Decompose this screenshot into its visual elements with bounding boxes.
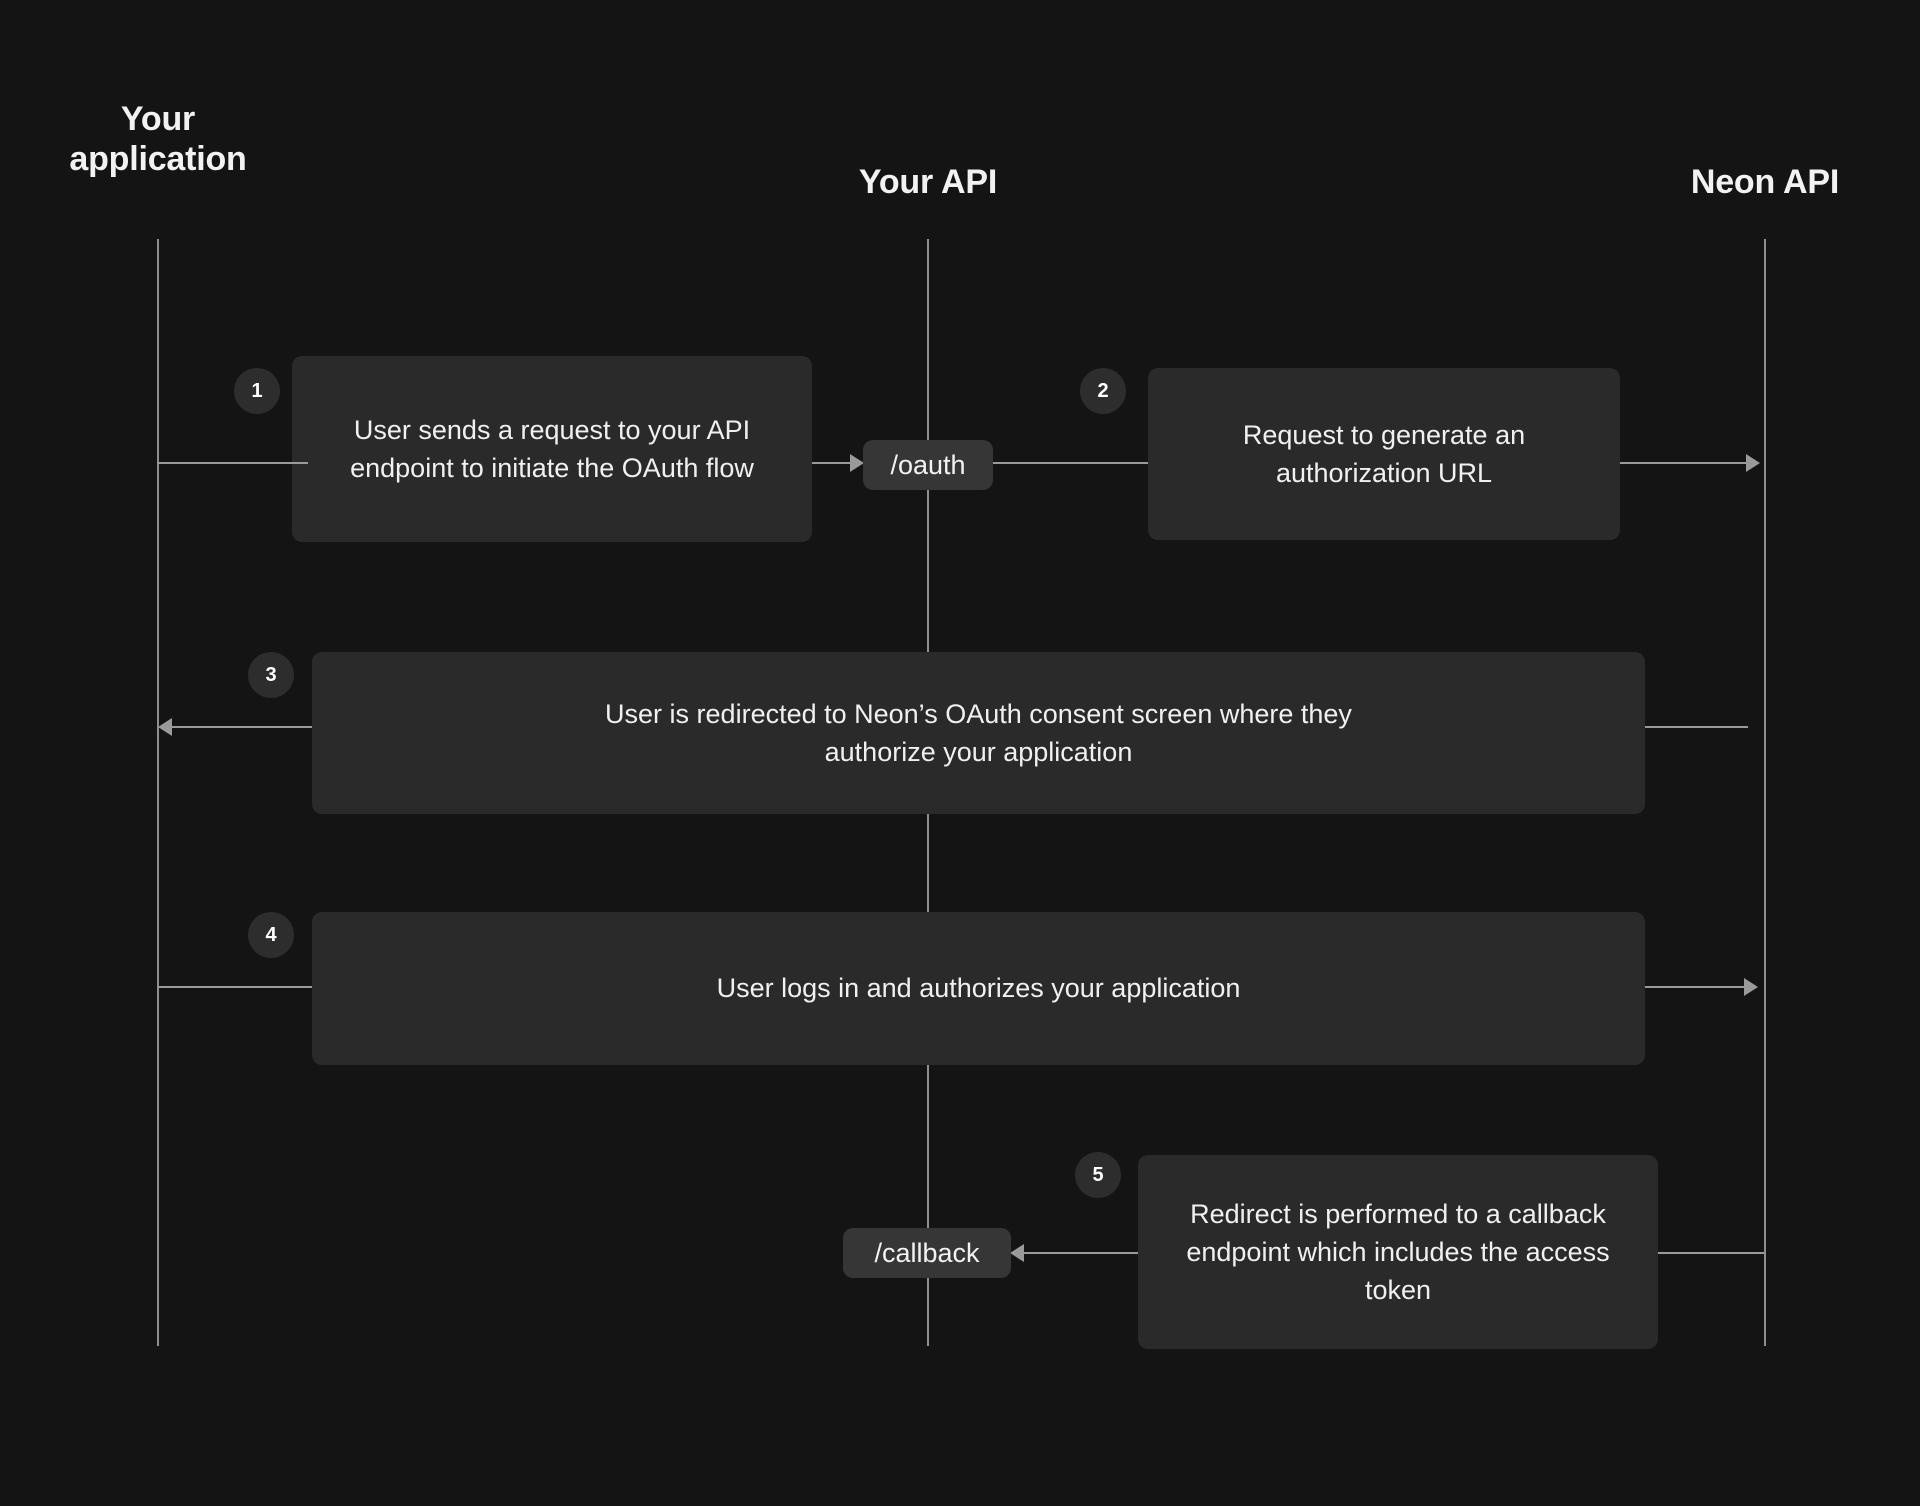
step-message-3-text: User is redirected to Neon’s OAuth conse… [605,698,1352,767]
endpoint-chip-oauth[interactable]: /oauth [863,440,993,490]
step-2-connector-right [1620,462,1748,464]
step-message-4: User logs in and authorizes your applica… [312,912,1645,1065]
arrow-left-icon [1010,1244,1024,1262]
arrow-right-icon [1746,454,1760,472]
step-message-5-text: Redirect is performed to a callback endp… [1186,1198,1610,1306]
lane-label-your-api: Your API [858,163,998,201]
lifeline-neon-api [1764,239,1766,1346]
step-message-2: Request to generate an authorization URL [1148,368,1620,540]
arrow-right-icon [1744,978,1758,996]
step-4-connector-left [158,986,312,988]
step-2-connector-left [993,462,1148,464]
step-message-3: User is redirected to Neon’s OAuth conse… [312,652,1645,814]
lane-label-neon-api: Neon API [1690,163,1840,201]
step-4-connector-right [1645,986,1746,988]
step-3-connector-right [1645,726,1748,728]
step-message-2-text: Request to generate an authorization URL [1242,419,1526,488]
endpoint-chip-oauth-label: /oauth [890,449,966,480]
step-badge-5: 5 [1075,1152,1121,1198]
step-1-connector-right [812,462,852,464]
endpoint-chip-callback[interactable]: /callback [843,1228,1011,1278]
step-message-1-text: User sends a request to your API endpoin… [350,414,754,483]
arrow-left-icon [158,718,172,736]
step-badge-1: 1 [234,368,280,414]
step-badge-4: 4 [248,912,294,958]
step-message-1: User sends a request to your API endpoin… [292,356,812,542]
arrow-right-icon [850,454,864,472]
lifeline-your-application [157,239,159,1346]
endpoint-chip-callback-label: /callback [874,1237,980,1268]
step-badge-3: 3 [248,652,294,698]
lane-label-your-application: Your application [69,100,247,178]
step-message-5: Redirect is performed to a callback endp… [1138,1155,1658,1349]
step-5-connector-right [1658,1252,1764,1254]
step-1-connector-left [158,462,308,464]
step-badge-2: 2 [1080,368,1126,414]
step-message-4-text: User logs in and authorizes your applica… [716,973,1241,1004]
step-3-connector-left [172,726,312,728]
step-5-connector-left [1024,1252,1138,1254]
